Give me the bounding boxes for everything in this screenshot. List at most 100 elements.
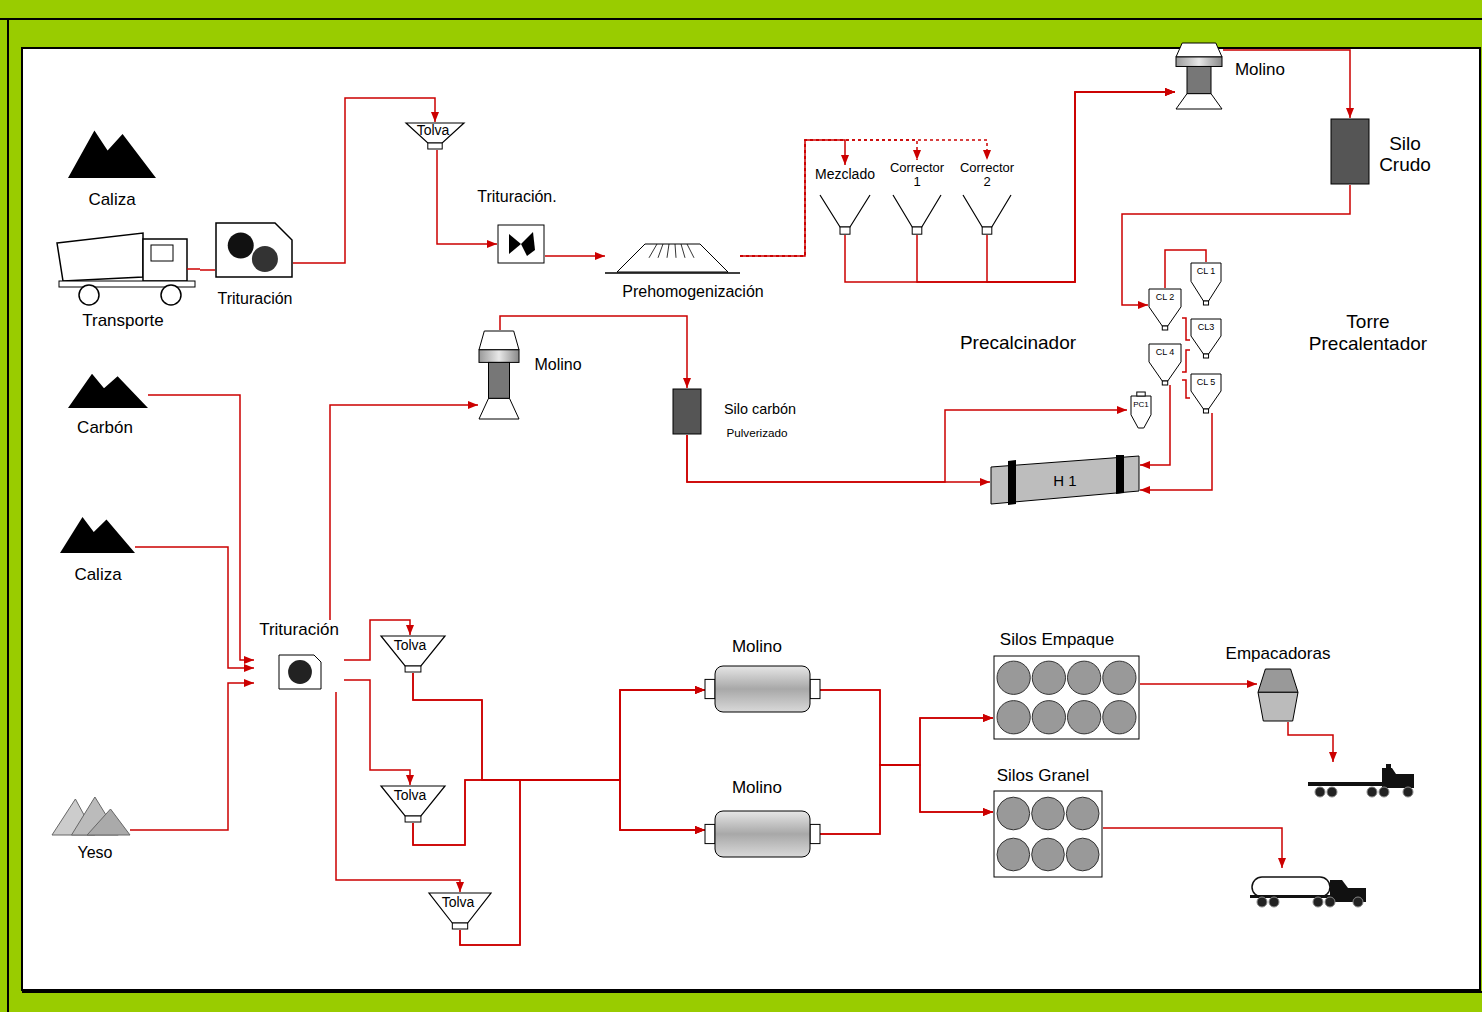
flow-connector	[200, 269, 215, 271]
node-label: Molino	[732, 779, 782, 798]
material-pile: Carbón	[68, 372, 148, 408]
silo-group: Silos Empaque	[993, 628, 1140, 740]
node-label: Tolva	[394, 638, 427, 653]
hopper: Tolva	[428, 892, 492, 930]
node-label: Trituración	[218, 290, 293, 308]
cyclone: CL 5	[1190, 373, 1222, 413]
node-label: Empacadoras	[1226, 645, 1331, 664]
silo-group-icon	[993, 790, 1103, 878]
flow-connector	[740, 140, 845, 256]
node-label: Mezclado	[815, 167, 875, 182]
mill: Molino	[478, 330, 520, 420]
node-label: Molino	[534, 356, 581, 374]
node-label: Trituración.	[477, 188, 556, 206]
node-label: Tolva	[394, 788, 427, 803]
node-label: Corrector 1	[885, 161, 949, 190]
flow-connector	[135, 547, 254, 668]
mill-icon	[1175, 42, 1223, 110]
node-label: Prehomogenización	[622, 283, 763, 301]
crusher-icon	[278, 654, 322, 690]
flatbed-truck	[1308, 764, 1414, 797]
cyclone: CL 2	[1148, 288, 1182, 330]
material-pile-icon	[60, 515, 135, 553]
node-label: Tolva	[417, 123, 450, 138]
material-pile: Yeso	[52, 795, 130, 835]
flow-connector	[413, 673, 705, 830]
cyclone: CL 4	[1148, 343, 1182, 385]
node-label: Carbón	[77, 419, 133, 438]
node-label: PC1	[1133, 401, 1149, 410]
flow-connector	[1122, 185, 1350, 305]
packer-icon	[1257, 668, 1299, 722]
flow-connector	[460, 690, 705, 945]
flow-connector	[1182, 350, 1190, 372]
hopper-icon	[963, 195, 1011, 235]
crusher: Trituración	[254, 620, 344, 692]
flow-connector	[344, 680, 410, 785]
flow-connector	[413, 673, 705, 780]
flow-connector	[1140, 683, 1257, 685]
hopper-icon	[893, 195, 941, 235]
node-label: CL3	[1198, 323, 1215, 333]
material-pile-icon	[68, 128, 156, 178]
flow-connector	[1140, 413, 1212, 490]
flow-connector	[740, 140, 987, 256]
hopper: Tolva	[380, 635, 446, 673]
node-label: CL 1	[1197, 267, 1216, 277]
node-label: Tolva	[442, 895, 475, 910]
precalciner-icon	[1127, 392, 1155, 430]
hopper: Mezclado	[812, 165, 878, 235]
crusher: Trituración	[215, 222, 293, 278]
flow-connector	[148, 395, 254, 660]
flow-connector	[917, 92, 1175, 282]
hopper: Tolva	[380, 785, 446, 823]
material-pile: Caliza	[68, 128, 156, 178]
flow-connector	[545, 255, 605, 257]
material-pile-icon	[68, 372, 148, 408]
crusher: Trituración.	[497, 224, 545, 264]
silo: Silo carbónPulverizado	[672, 388, 702, 435]
dump-truck: Transporte	[55, 225, 200, 307]
ball-mill-icon	[705, 810, 820, 858]
silo: Silo Crudo	[1330, 118, 1370, 185]
ball-mill-icon	[705, 665, 820, 713]
hopper-icon	[820, 195, 870, 235]
flow-connector	[336, 692, 460, 892]
node-label: CL 2	[1156, 293, 1175, 303]
node-label: Silos Empaque	[1000, 631, 1114, 650]
flow-connector	[413, 780, 705, 845]
node-label: Silo Crudo	[1373, 134, 1437, 176]
node-label: Caliza	[74, 566, 121, 585]
node-label: CL 5	[1197, 378, 1216, 388]
stockpile: Prehomogenización	[605, 238, 740, 274]
flow-connector	[820, 690, 993, 812]
crusher-icon	[215, 222, 293, 278]
node-label: Pulverizado	[726, 427, 787, 440]
ball-mill: Molino	[705, 776, 820, 860]
material-pile-icon	[52, 795, 130, 835]
flow-connector	[1223, 50, 1350, 118]
flow-connector	[413, 690, 705, 845]
flow-connector	[987, 92, 1175, 282]
node-label: Transporte	[82, 312, 164, 331]
material-pile: Caliza	[60, 515, 135, 553]
flow-line	[1288, 722, 1333, 762]
precalciner: PC1	[1127, 392, 1155, 430]
flow-connector	[845, 92, 1175, 282]
node-label: Trituración	[259, 621, 339, 640]
stockpile-icon	[605, 238, 740, 274]
flow-connector	[740, 140, 917, 256]
hopper: Corrector 1	[885, 160, 949, 235]
node-label: Silos Granel	[997, 767, 1090, 786]
node-label: Molino	[1235, 61, 1285, 80]
hopper: Tolva	[405, 122, 465, 150]
mill-icon	[478, 330, 520, 420]
node-label: Yeso	[78, 844, 113, 862]
cyclone: CL 1	[1190, 262, 1222, 305]
flow-connector	[1182, 318, 1190, 340]
crusher-icon	[497, 224, 545, 264]
tanker-truck	[1250, 877, 1366, 907]
node-label: Caliza	[88, 191, 135, 210]
cyclone: CL3	[1190, 318, 1222, 358]
